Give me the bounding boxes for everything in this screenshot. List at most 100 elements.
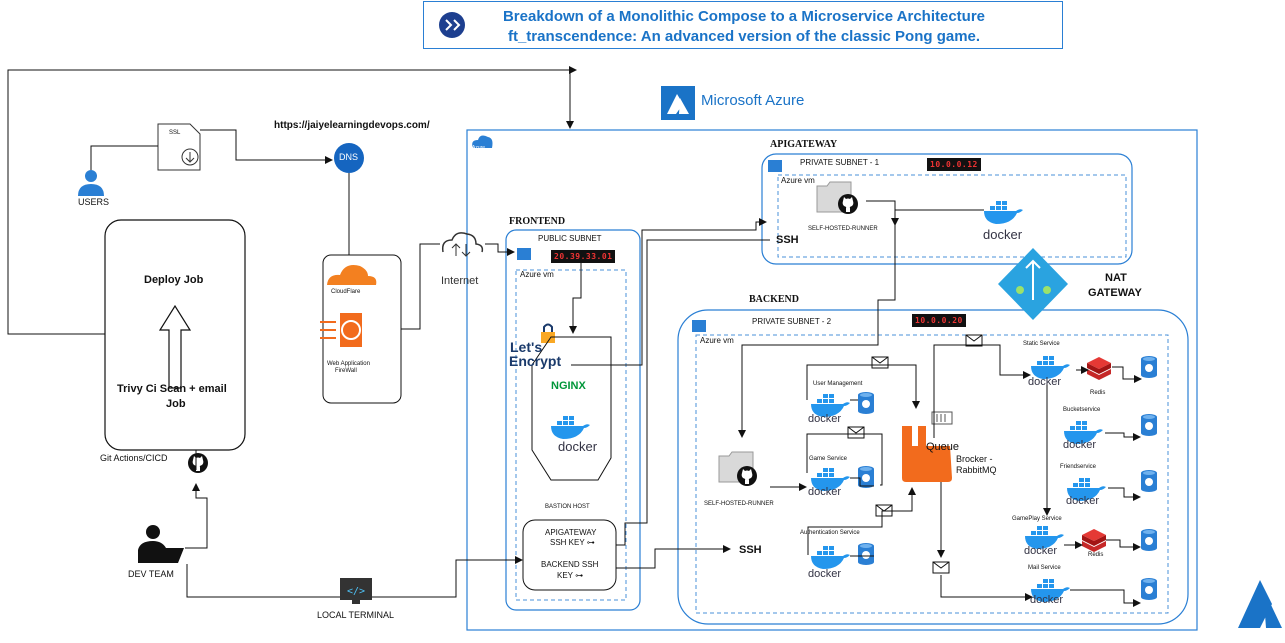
apigateway-vm-icon bbox=[768, 160, 782, 172]
dev-team-label: DEV TEAM bbox=[128, 569, 174, 579]
ssl-label: SSL bbox=[169, 130, 181, 136]
local-terminal-label: LOCAL TERMINAL bbox=[317, 610, 395, 620]
frontend-docker-icon bbox=[551, 416, 590, 439]
rabbitmq-icon bbox=[902, 426, 952, 482]
broker-label-2: RabbitMQ bbox=[956, 465, 997, 475]
queue-icon bbox=[931, 411, 953, 425]
apigw-key-label-2: SSH KEY ⊶ bbox=[550, 538, 595, 547]
azure-boundary bbox=[466, 129, 1198, 631]
mail-docker-label: docker bbox=[1030, 594, 1064, 606]
frontend-box bbox=[505, 229, 641, 611]
auth-service-label: Authentication Service bbox=[800, 530, 860, 536]
backend-runner-label: SELF-HOSTED-RUNNER bbox=[704, 501, 774, 507]
gameplay-redis-label: Redis bbox=[1088, 552, 1104, 558]
apigw-ssh-label: SSH bbox=[776, 234, 799, 246]
nginx-label: NGINX bbox=[551, 380, 586, 392]
game-docker-label: docker bbox=[808, 486, 842, 498]
backend-key-label-2: KEY ⊶ bbox=[557, 571, 584, 580]
auth-db-icon bbox=[858, 543, 874, 565]
trivy-label-2: Job bbox=[166, 398, 186, 410]
waf-icon bbox=[340, 313, 362, 347]
envelope-icon bbox=[965, 334, 983, 347]
cicd-box bbox=[104, 219, 246, 451]
domain-url: https://jaiyelearningdevops.com/ bbox=[274, 120, 430, 131]
backend-vm-icon bbox=[692, 320, 706, 332]
auth-docker-icon bbox=[811, 546, 850, 569]
mail-db-icon bbox=[1141, 578, 1157, 600]
static-service-label: Static Service bbox=[1023, 341, 1060, 347]
letsencrypt-label-2: Encrypt bbox=[509, 353, 562, 369]
letsencrypt-label: Let's bbox=[510, 339, 543, 355]
nat-label-2: GATEWAY bbox=[1088, 287, 1142, 299]
deploy-arrow-icon bbox=[158, 304, 192, 389]
static-db-icon bbox=[1141, 356, 1157, 378]
local-terminal-icon bbox=[340, 578, 372, 600]
apigateway-box bbox=[761, 153, 1133, 265]
apigw-docker-label: docker bbox=[983, 227, 1023, 242]
friend-docker-label: docker bbox=[1066, 495, 1100, 507]
users-label: USERS bbox=[78, 197, 110, 207]
frontend-docker-label: docker bbox=[558, 439, 598, 454]
user-mgmt-label: User Management bbox=[813, 381, 863, 387]
github-icon bbox=[188, 453, 208, 473]
internet-label: Internet bbox=[441, 275, 479, 287]
friend-db-icon bbox=[1141, 470, 1157, 492]
backend-vm-box bbox=[695, 334, 1169, 614]
waf-label: Web Application bbox=[327, 361, 370, 367]
backend-title: BACKEND bbox=[749, 294, 800, 305]
static-docker-label: docker bbox=[1028, 376, 1062, 388]
user-mgmt-db-icon bbox=[858, 392, 874, 414]
azure-label: Microsoft Azure bbox=[701, 92, 805, 109]
nat-label: NAT bbox=[1105, 272, 1127, 284]
connectors bbox=[7, 66, 1142, 607]
azure-tag: Azure bbox=[472, 145, 486, 151]
apigw-runner-github-icon bbox=[838, 194, 858, 214]
bastion-keys-box bbox=[522, 519, 617, 591]
letsencrypt-icon bbox=[541, 332, 555, 343]
frontend-title: FRONTEND bbox=[509, 216, 566, 227]
game-service-label: Game Service bbox=[809, 456, 848, 462]
apigw-key-label: APIGATEWAY bbox=[545, 528, 597, 537]
bucket-service-label: Bucketservice bbox=[1063, 407, 1101, 413]
user-mgmt-docker-label: docker bbox=[808, 413, 842, 425]
apigateway-ip: 10.0.0.12 bbox=[927, 158, 981, 171]
frontend-vm-box bbox=[515, 269, 627, 601]
broker-label: Brocker - bbox=[956, 454, 993, 464]
backend-vm-label: Azure vm bbox=[700, 336, 734, 345]
svg-text:</>: </> bbox=[347, 586, 365, 597]
apigateway-vm-label: Azure vm bbox=[781, 176, 815, 185]
bastion-label: BASTION HOST bbox=[545, 504, 590, 510]
public-subnet-label: PUBLIC SUBNET bbox=[538, 234, 602, 243]
private-subnet-1-label: PRIVATE SUBNET - 1 bbox=[800, 158, 880, 167]
backend-ip: 10.0.0.20 bbox=[912, 314, 966, 327]
queue-label: Queue bbox=[926, 441, 960, 453]
static-redis-icon bbox=[1087, 357, 1111, 380]
apigw-docker-icon bbox=[984, 201, 1023, 224]
cloudflare-icon bbox=[327, 265, 377, 285]
apigw-runner-label: SELF-HOSTED-RUNNER bbox=[808, 226, 878, 232]
backend-box bbox=[677, 309, 1189, 625]
gameplay-docker-label: docker bbox=[1024, 545, 1058, 557]
deploy-job-label: Deploy Job bbox=[144, 274, 204, 286]
git-actions-label: Git Actions/CICD bbox=[100, 453, 168, 463]
apigateway-vm-box bbox=[777, 174, 1127, 258]
cloudflare-label: CloudFlare bbox=[331, 289, 361, 295]
static-redis-label: Redis bbox=[1090, 390, 1106, 396]
users-icon bbox=[85, 170, 97, 182]
bucket-docker-label: docker bbox=[1063, 439, 1097, 451]
gameplay-service-label: GamePlay Service bbox=[1012, 516, 1062, 522]
gameplay-db-icon bbox=[1141, 529, 1157, 551]
envelope-icon bbox=[932, 561, 950, 574]
frontend-vm-icon bbox=[517, 248, 531, 260]
waf-label-2: FireWall bbox=[335, 368, 357, 374]
frontend-vm-label: Azure vm bbox=[520, 270, 554, 279]
envelope-icon bbox=[847, 426, 865, 439]
dev-team-icon bbox=[146, 525, 160, 539]
envelope-icon bbox=[871, 356, 889, 369]
gameplay-redis-icon bbox=[1082, 529, 1106, 552]
frontend-ip: 20.39.33.01 bbox=[551, 250, 616, 263]
backend-runner-github-icon bbox=[737, 466, 757, 486]
backend-key-label: BACKEND SSH bbox=[541, 560, 599, 569]
internet-cloud-icon bbox=[441, 232, 484, 253]
